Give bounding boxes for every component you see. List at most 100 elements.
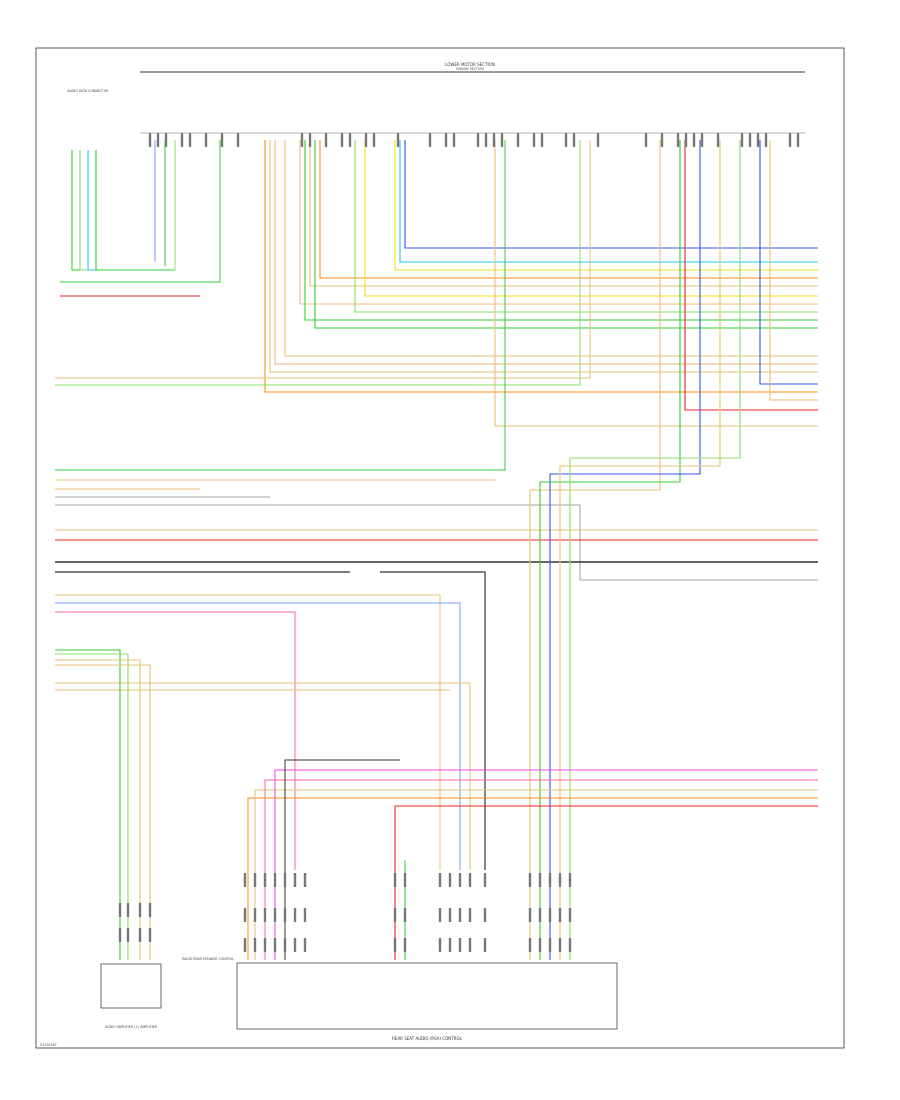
amp-connector-pin <box>149 928 151 942</box>
top-connector-pin <box>701 133 703 147</box>
bottom-connector-pin <box>244 908 246 922</box>
amplifier-module <box>101 964 161 1008</box>
top-connector-pin <box>765 133 767 147</box>
bottom-connector-pin <box>254 908 256 922</box>
bottom-connector-pin <box>529 938 531 952</box>
wire-left <box>80 150 175 270</box>
diagram-subtitle: ENGINE SECTION <box>456 67 484 71</box>
bottom-connector-pin <box>439 873 441 887</box>
top-connector-pin <box>301 133 303 147</box>
bottom-connector-pin <box>469 873 471 887</box>
top-connector-pin <box>645 133 647 147</box>
bottom-connector-pin <box>449 873 451 887</box>
bottom-connector-pin <box>559 938 561 952</box>
rsa-module-label: REAR SEAT AUDIO (RSA) CONTROL <box>392 1036 462 1041</box>
top-connector-pin <box>445 133 447 147</box>
top-connector-pin <box>429 133 431 147</box>
bottom-connector-pin <box>304 908 306 922</box>
bottom-connector-pin <box>394 938 396 952</box>
top-connector-pin <box>533 133 535 147</box>
amplifier-module-label: AUDIO AMPLIFIER (+) AMPLIFIER <box>105 1025 158 1029</box>
top-connector-pin <box>493 133 495 147</box>
bottom-connector-pin <box>254 873 256 887</box>
bottom-connector-pin <box>264 873 266 887</box>
wire-run <box>685 140 818 410</box>
top-connector-pin <box>541 133 543 147</box>
bottom-connector-pin <box>559 908 561 922</box>
bottom-connector-pin <box>274 938 276 952</box>
bottom-connector-pin <box>449 938 451 952</box>
bottom-connector-pin <box>394 873 396 887</box>
amp-connector-pin <box>139 903 141 917</box>
wire-rsa <box>560 140 720 960</box>
top-connector-pin <box>685 133 687 147</box>
top-connector-pin <box>149 133 151 147</box>
wire-group <box>55 140 818 960</box>
bottom-connector-pin <box>274 908 276 922</box>
top-connector-pin <box>325 133 327 147</box>
bottom-connector-pin <box>449 908 451 922</box>
diagram-frame <box>36 48 844 1048</box>
top-connector-pin <box>573 133 575 147</box>
top-connector-pin <box>453 133 455 147</box>
top-connector-pin <box>597 133 599 147</box>
amp-connector-pin <box>149 903 151 917</box>
wire-mid <box>55 505 818 580</box>
bottom-connector-pin <box>569 908 571 922</box>
wire-run <box>310 140 818 286</box>
wire-left <box>88 150 175 270</box>
top-connector-pin <box>693 133 695 147</box>
top-connector-pin <box>341 133 343 147</box>
wire-run <box>395 140 818 270</box>
wire-rsa <box>570 140 740 960</box>
left-top-module-label: AUDIO DATA CONNECTOR <box>67 89 109 93</box>
wire-run <box>275 140 818 364</box>
wire-mid <box>55 603 460 870</box>
bottom-connector-pin <box>394 908 396 922</box>
amp-connector-pin <box>139 928 141 942</box>
wire-left <box>60 140 220 282</box>
top-connector-pin <box>365 133 367 147</box>
bottom-connector-pin <box>264 938 266 952</box>
bottom-connector-pin <box>439 938 441 952</box>
bottom-connector-pin <box>294 873 296 887</box>
top-connector-pin <box>477 133 479 147</box>
bottom-connector-pin <box>559 873 561 887</box>
top-connector-pin <box>205 133 207 147</box>
wire-rsa <box>540 140 680 960</box>
top-connector-pin <box>157 133 159 147</box>
wire-mid <box>55 683 470 870</box>
bottom-connector-pin <box>244 938 246 952</box>
bottom-connector-pin <box>264 908 266 922</box>
amp-connector-pin <box>119 903 121 917</box>
top-connector-pin <box>565 133 567 147</box>
footer-id: G1234567 <box>40 1043 57 1047</box>
bottom-connector-pin <box>284 938 286 952</box>
bottom-connector-pin <box>404 908 406 922</box>
top-connector-pin <box>741 133 743 147</box>
bottom-connector-pin <box>304 938 306 952</box>
top-connector-pin <box>181 133 183 147</box>
top-connector-pin <box>309 133 311 147</box>
top-connector-pin <box>397 133 399 147</box>
bottom-connector-pin <box>274 873 276 887</box>
bottom-connector-pin <box>459 873 461 887</box>
bottom-connector-pin <box>569 938 571 952</box>
wire-low <box>395 806 818 960</box>
top-connector-pin <box>189 133 191 147</box>
bottom-connector-pin <box>549 908 551 922</box>
bottom-connector-pin <box>569 873 571 887</box>
bottom-connector-pin <box>549 938 551 952</box>
bottom-connector-pin <box>549 873 551 887</box>
amp-connector-pin <box>119 928 121 942</box>
bottom-connector-pin <box>294 908 296 922</box>
rsa-control-module <box>237 963 617 1029</box>
wire-run <box>365 140 818 296</box>
bottom-connector-pin <box>284 908 286 922</box>
wire-rsa <box>550 140 700 960</box>
top-connector-pin <box>677 133 679 147</box>
amp-connector-pin <box>127 928 129 942</box>
wire-mid <box>55 140 505 470</box>
